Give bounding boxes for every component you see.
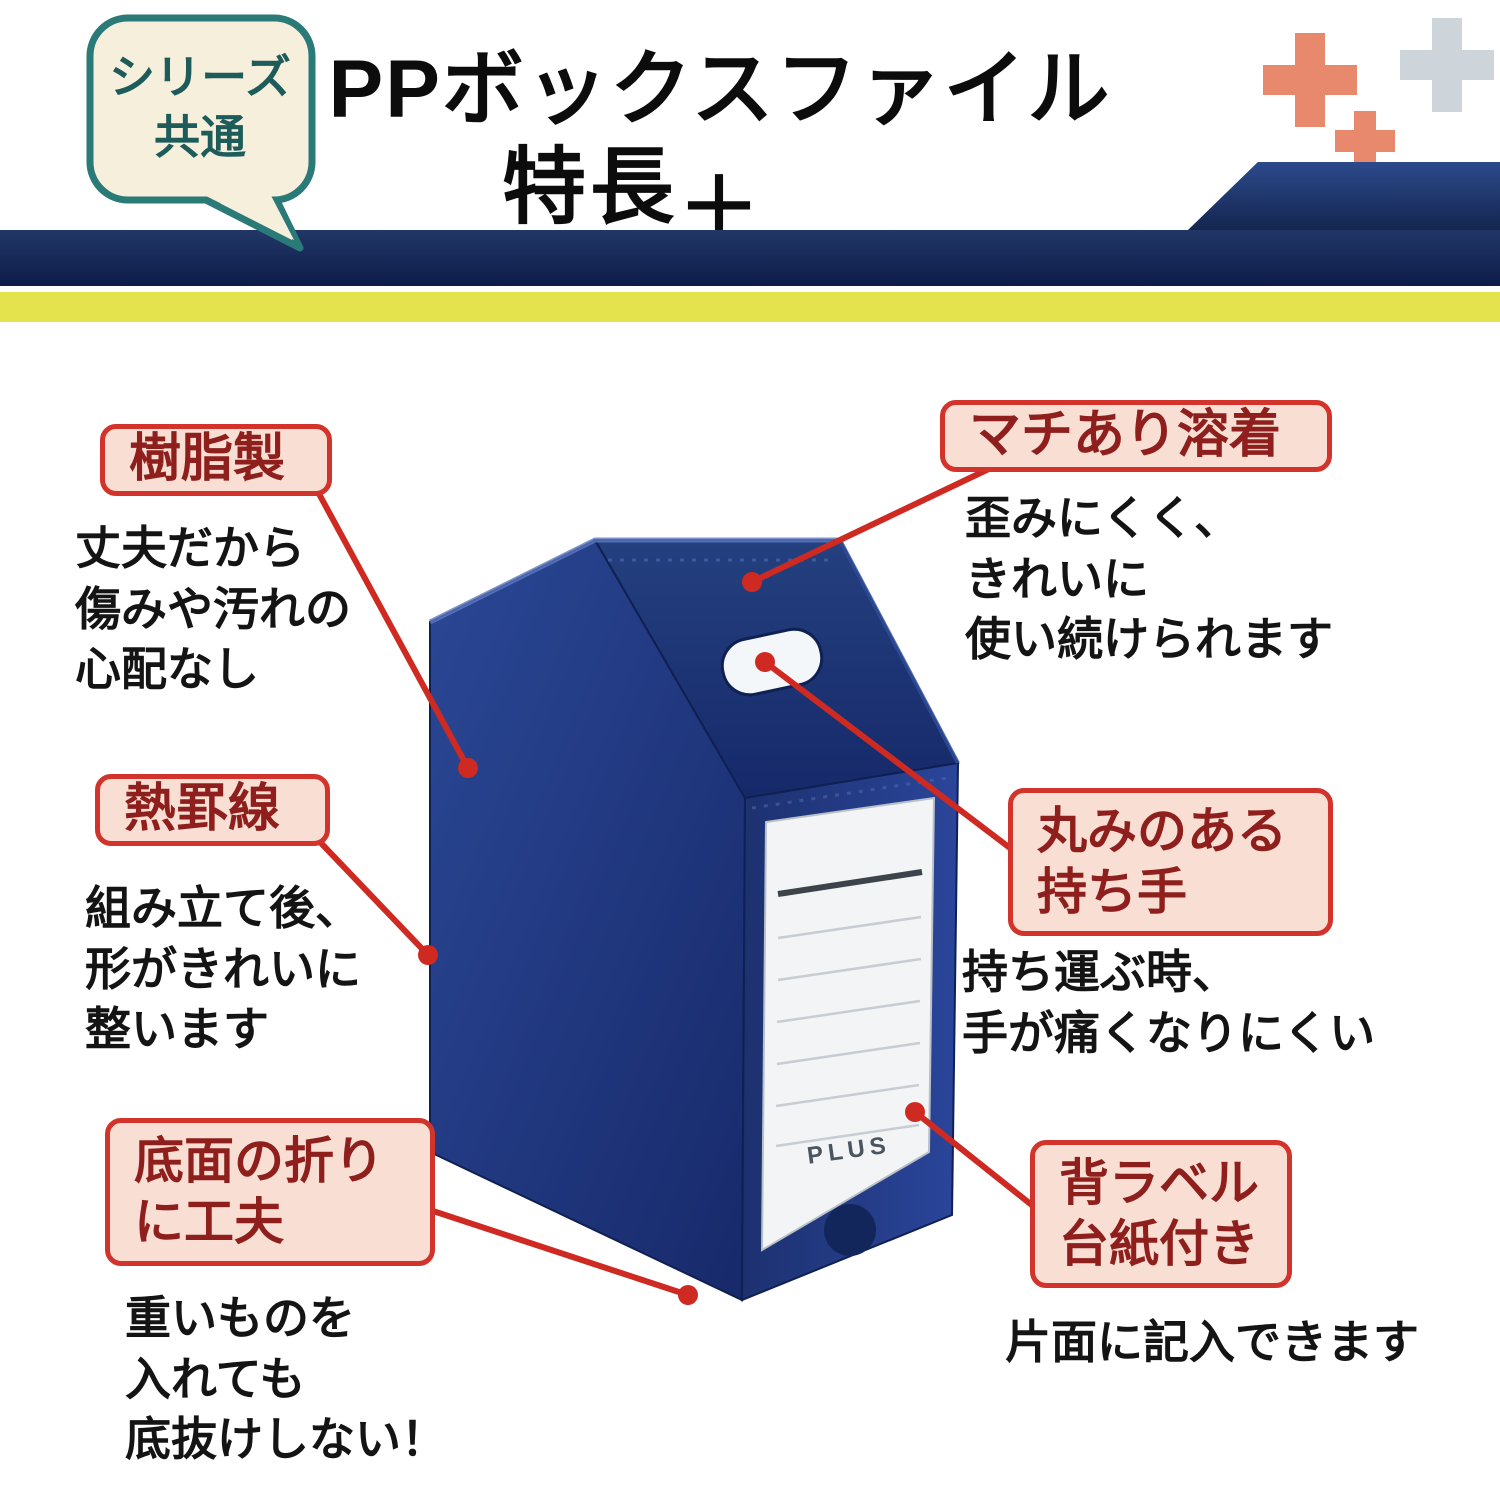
- feature-desc-bottom-fold: 重いものを 入れても 底抜けしない！: [125, 1292, 447, 1466]
- series-badge-line2: 共通: [154, 110, 246, 163]
- product-illustration: PLUS: [428, 537, 960, 1302]
- label-rule: [776, 999, 921, 1024]
- series-badge: シリーズ 共通: [100, 48, 300, 168]
- header-band-accent: [1188, 162, 1500, 230]
- plus-decoration-icons: [1263, 18, 1494, 171]
- label-rule: [775, 1083, 920, 1108]
- series-speech-bubble: [86, 14, 316, 252]
- feature-desc-gusset-weld: 歪みにくく、 きれいに 使い続けられます: [965, 492, 1333, 666]
- label-rule: [776, 1041, 921, 1066]
- feature-desc-spine-label: 片面に記入できます: [1005, 1316, 1419, 1368]
- header-band-yellow: [0, 292, 1500, 322]
- feature-label-bottom-fold: 底面の折り に工夫: [105, 1118, 435, 1266]
- plus-icon-orange-large: [1263, 33, 1357, 127]
- feature-desc-round-handle: 持ち運ぶ時、 手が痛くなりにくい: [962, 946, 1376, 1059]
- label-rule: [777, 957, 922, 982]
- feature-label-spine-label: 背ラベル 台紙付き: [1030, 1140, 1292, 1288]
- label-title-rule: [777, 869, 923, 897]
- feature-label-round-handle: 丸みのある 持ち手: [1008, 788, 1333, 936]
- plus-icon-orange-small: [1335, 111, 1395, 171]
- plus-icon-gray: [1400, 18, 1494, 112]
- label-rule: [777, 915, 922, 940]
- label-rule: [775, 1123, 920, 1148]
- feature-label-gusset-weld: マチあり溶着: [940, 400, 1332, 472]
- header-band-navy: [0, 230, 1500, 286]
- feature-desc-resin: 丈夫だから 傷みや汚れの 心配なし: [75, 522, 351, 696]
- speech-bubble-tail-fill: [202, 182, 294, 240]
- feature-desc-heat-rule: 組み立て後、 形がきれいに 整います: [85, 882, 361, 1056]
- speech-bubble-body: [86, 14, 316, 204]
- feature-label-resin: 樹脂製: [100, 424, 332, 496]
- page-subtitle: 特長: [501, 140, 678, 234]
- series-badge-line1: シリーズ: [109, 51, 291, 103]
- feature-label-heat-rule: 熱罫線: [95, 774, 330, 846]
- finger-hole: [824, 1204, 876, 1256]
